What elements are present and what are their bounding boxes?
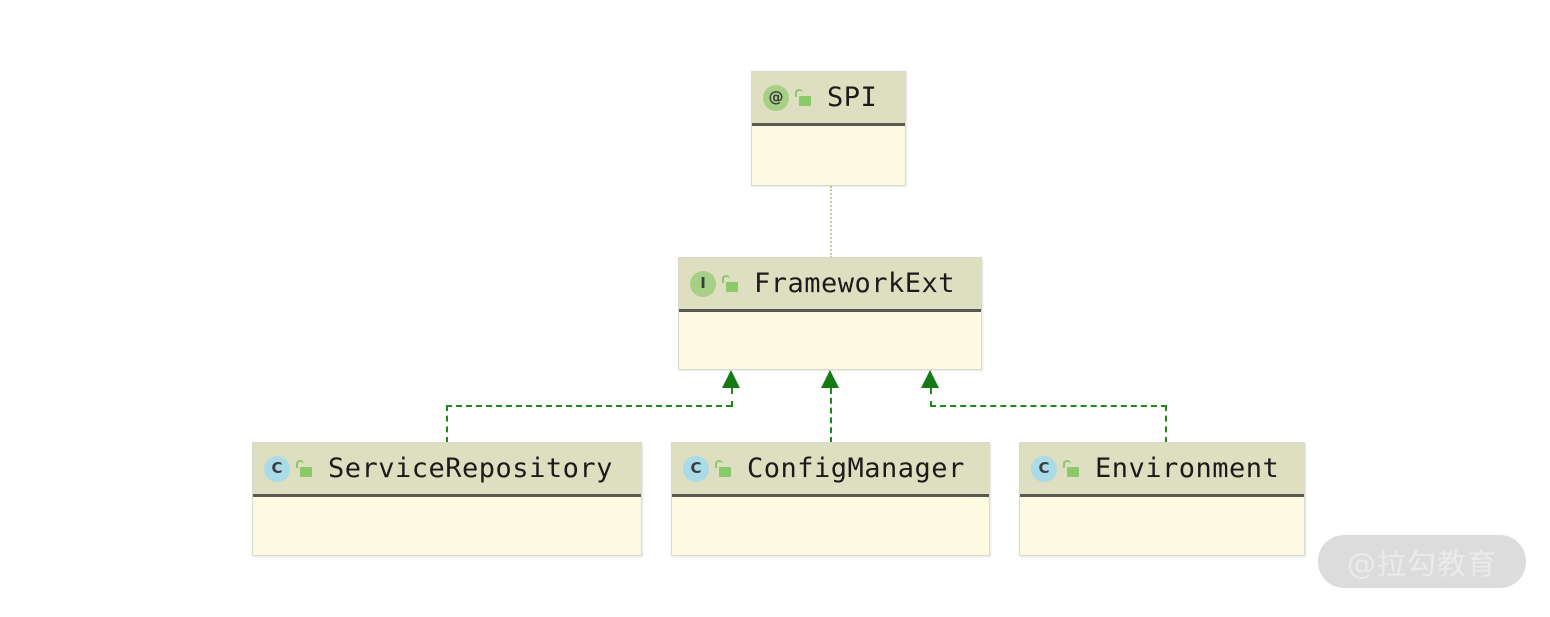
edge-spi-to-framework-ext xyxy=(830,186,832,258)
class-icon: C xyxy=(264,455,290,482)
edge-environment-riser xyxy=(930,388,932,407)
uml-node-environment-name: Environment xyxy=(1095,453,1280,484)
arrow-config-manager-to-framework-ext xyxy=(821,370,839,388)
uml-node-config-manager-members xyxy=(672,497,989,554)
uml-node-environment-header: C Environment xyxy=(1020,443,1304,497)
uml-node-service-repository-name: ServiceRepository xyxy=(328,453,613,484)
unlocked-padlock-icon xyxy=(1063,460,1079,477)
uml-node-spi[interactable]: @ SPI xyxy=(751,71,906,186)
class-icon: C xyxy=(1031,455,1057,482)
uml-node-service-repository-header: C ServiceRepository xyxy=(253,443,641,497)
uml-node-config-manager-name: ConfigManager xyxy=(747,453,965,484)
uml-node-environment-members xyxy=(1020,497,1304,554)
uml-node-config-manager[interactable]: C ConfigManager xyxy=(671,442,990,556)
interface-icon: I xyxy=(690,270,716,297)
watermark: @拉勾教育 xyxy=(1318,535,1526,588)
edge-service-repository-horizontal xyxy=(446,405,732,407)
uml-node-framework-ext-header: I FrameworkExt xyxy=(679,258,981,312)
uml-node-framework-ext-members xyxy=(679,312,981,368)
annotation-icon: @ xyxy=(763,84,789,111)
uml-node-spi-members xyxy=(752,126,905,184)
uml-node-config-manager-header: C ConfigManager xyxy=(672,443,989,497)
uml-node-service-repository[interactable]: C ServiceRepository xyxy=(252,442,642,556)
unlocked-padlock-icon xyxy=(795,89,811,106)
edge-config-manager-vertical xyxy=(830,388,832,443)
edge-service-repository-vertical-stub xyxy=(446,405,448,443)
unlocked-padlock-icon xyxy=(715,460,731,477)
unlocked-padlock-icon xyxy=(722,275,738,292)
uml-node-service-repository-members xyxy=(253,497,641,554)
arrow-environment-to-framework-ext xyxy=(921,370,939,388)
uml-node-spi-name: SPI xyxy=(827,82,878,113)
class-icon: C xyxy=(683,455,709,482)
uml-node-environment[interactable]: C Environment xyxy=(1019,442,1305,556)
unlocked-padlock-icon xyxy=(296,460,312,477)
arrow-service-repository-to-framework-ext xyxy=(722,370,740,388)
uml-node-framework-ext-name: FrameworkExt xyxy=(754,268,956,299)
edge-environment-horizontal xyxy=(930,405,1167,407)
uml-node-spi-header: @ SPI xyxy=(752,72,905,126)
uml-node-framework-ext[interactable]: I FrameworkExt xyxy=(678,257,982,370)
edge-environment-vertical-stub xyxy=(1165,405,1167,443)
edge-service-repository-riser xyxy=(731,388,733,407)
